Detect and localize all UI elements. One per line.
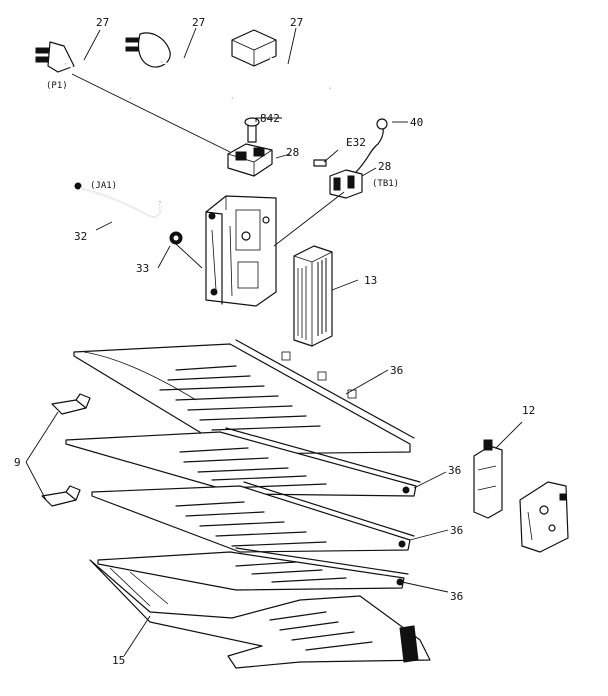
clip-9-upper — [51, 393, 91, 415]
callout-36b: 36 — [448, 464, 461, 477]
callout-842: 842 — [260, 112, 280, 125]
callout-15: 15 — [112, 654, 125, 667]
connector-block-28 — [227, 117, 273, 177]
card-guide-tray-36-third — [91, 481, 415, 553]
power-cord-plug-p1 — [35, 41, 131, 99]
card-guide-tray-36-top — [73, 339, 415, 455]
power-cord-plug-round — [125, 32, 233, 99]
callout-labels: 27 27 27 (P1) 842 28 E32 40 28 (TB1) (JA… — [14, 16, 535, 667]
callout-p1: (P1) — [46, 81, 68, 91]
leader-lines — [25, 27, 523, 657]
bracket-12-left — [473, 439, 503, 519]
callout-40: 40 — [410, 116, 423, 129]
callout-32: 32 — [74, 230, 87, 243]
cable-32-ja1 — [74, 182, 162, 218]
callout-9: 9 — [14, 456, 21, 469]
callout-33: 33 — [136, 262, 149, 275]
callout-12: 12 — [522, 404, 535, 417]
power-cord-plug-square — [231, 29, 331, 89]
callout-28a: 28 — [286, 146, 299, 159]
bottom-tray-15 — [89, 559, 431, 669]
mounting-bracket-right — [519, 481, 569, 553]
callout-36c: 36 — [450, 524, 463, 537]
grommet-33 — [169, 231, 183, 245]
callout-e32: E32 — [346, 136, 366, 149]
card-connector-13 — [293, 245, 333, 347]
callout-ja1: (JA1) — [90, 181, 117, 191]
callout-36a: 36 — [390, 364, 403, 377]
card-guide-tray-36-second — [65, 427, 421, 497]
callout-36d: 36 — [450, 590, 463, 603]
power-supply-bracket — [205, 195, 277, 307]
card-guide-tray-36-fourth — [97, 547, 409, 591]
callout-tb1: (TB1) — [372, 179, 399, 189]
callout-13: 13 — [364, 274, 377, 287]
terminal-block-28-tb1 — [313, 118, 388, 199]
clip-9-lower — [41, 485, 81, 507]
callout-28b: 28 — [378, 160, 391, 173]
callout-27c: 27 — [290, 16, 303, 29]
callout-27b: 27 — [192, 16, 205, 29]
callout-27a: 27 — [96, 16, 109, 29]
